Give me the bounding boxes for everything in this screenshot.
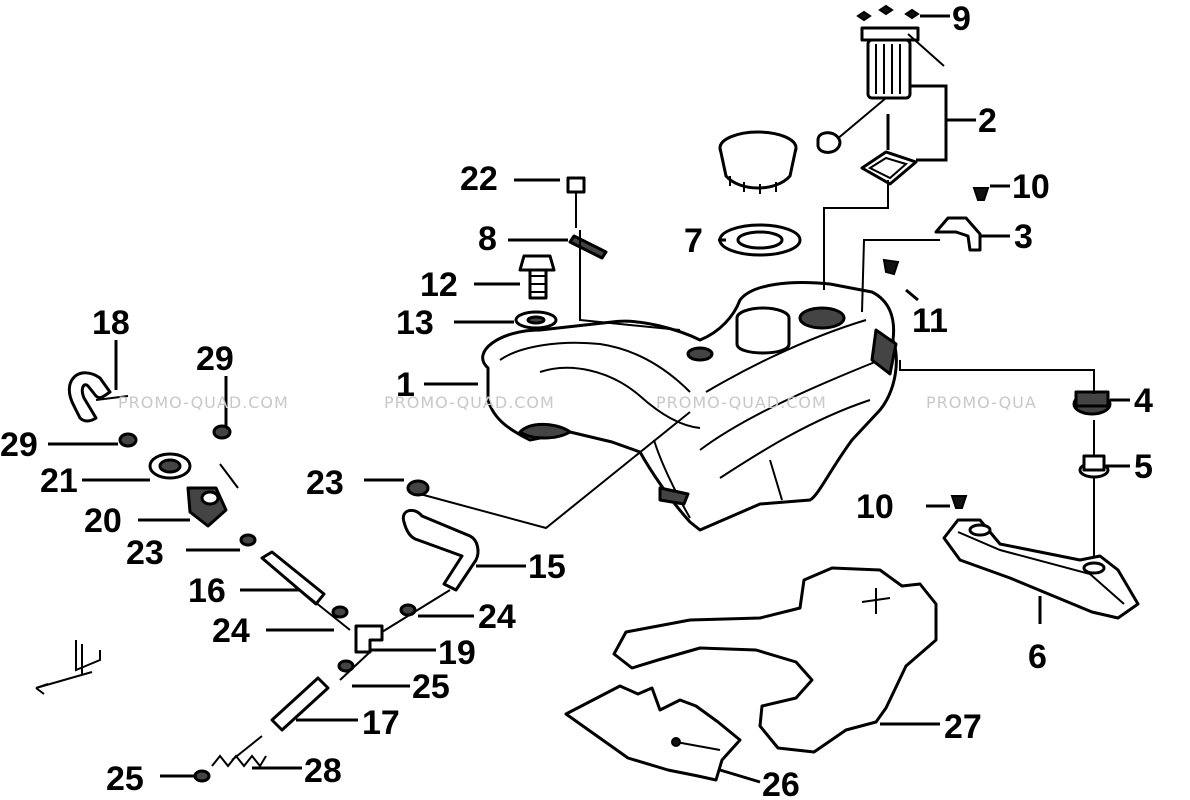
watermark: PROMO-QUAD.COM <box>118 393 289 412</box>
callout-23: 23 <box>306 464 344 502</box>
callout-24: 24 <box>478 598 516 636</box>
callout-1: 1 <box>396 366 415 404</box>
callout-12: 12 <box>420 266 458 304</box>
callout-25: 25 <box>106 760 144 798</box>
callout-22: 22 <box>460 160 498 198</box>
vent-hose-18 <box>67 371 129 423</box>
callout-19: 19 <box>438 634 476 672</box>
callout-10: 10 <box>1012 168 1050 206</box>
hose-15 <box>401 508 480 592</box>
callout-29: 29 <box>196 340 234 378</box>
collar-5 <box>1078 454 1110 479</box>
callout-17: 17 <box>362 704 400 742</box>
tank-bracket-6 <box>942 518 1140 620</box>
callout-9: 9 <box>952 0 971 38</box>
fuel-cap <box>718 130 802 257</box>
callout-2: 2 <box>978 102 997 140</box>
callout-11: 11 <box>912 302 948 340</box>
callout-15: 15 <box>528 548 566 586</box>
callout-24: 24 <box>212 612 250 650</box>
callout-27: 27 <box>944 708 982 746</box>
fuel-pump <box>816 4 945 186</box>
callout-29: 29 <box>0 426 38 464</box>
bracket-3 <box>934 216 982 252</box>
callout-28: 28 <box>304 752 342 790</box>
callout-26: 26 <box>762 766 800 800</box>
callout-6: 6 <box>1028 638 1047 676</box>
spring-28 <box>211 754 267 768</box>
callout-10: 10 <box>856 488 894 526</box>
hose-16 <box>260 550 326 606</box>
bolt-12 <box>518 254 556 300</box>
callout-23: 23 <box>126 534 164 572</box>
leader-lines <box>48 14 1130 784</box>
t-fitting-19 <box>354 624 384 654</box>
callout-20: 20 <box>84 502 122 540</box>
fuel-cock-20 <box>186 486 228 528</box>
small-clips <box>193 479 430 783</box>
callout-21: 21 <box>40 462 78 500</box>
heat-shield-27 <box>612 566 938 754</box>
callout-7: 7 <box>684 222 703 260</box>
watermark: PROMO-QUAD.COM <box>384 393 555 412</box>
fuel-tank <box>481 281 898 532</box>
heat-shield-26 <box>564 684 742 782</box>
clamp-21 <box>148 452 192 480</box>
watermark: PROMO-QUA <box>926 393 1037 412</box>
callout-18: 18 <box>92 304 130 342</box>
callout-3: 3 <box>1014 218 1033 256</box>
rubber-mount-4 <box>1072 390 1112 416</box>
callout-25: 25 <box>412 668 450 706</box>
callout-16: 16 <box>188 572 226 610</box>
callout-13: 13 <box>396 304 434 342</box>
front-direction-arrow-icon <box>35 640 101 695</box>
screw-10-bottom <box>950 495 968 509</box>
callout-8: 8 <box>478 220 497 258</box>
bolt-22 <box>566 176 586 228</box>
callout-4: 4 <box>1134 382 1153 420</box>
hose-clip-29 <box>118 424 232 448</box>
spring-clip-8 <box>568 234 608 260</box>
screw-10-top <box>972 187 990 201</box>
assembly-lines <box>219 180 1095 761</box>
hose-17 <box>270 676 330 732</box>
watermark: PROMO-QUAD.COM <box>656 393 827 412</box>
screw-11 <box>882 258 900 276</box>
washer-13 <box>514 310 558 330</box>
callout-5: 5 <box>1134 448 1153 486</box>
